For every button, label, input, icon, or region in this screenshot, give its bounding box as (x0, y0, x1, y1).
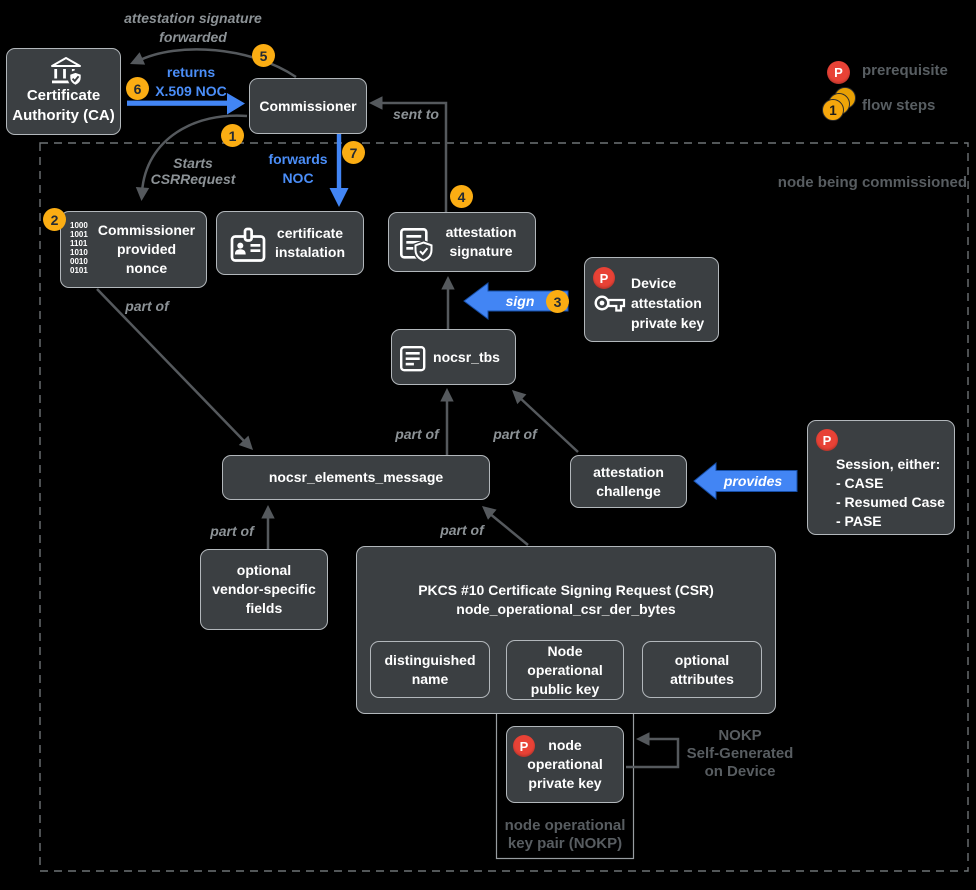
svg-text:1: 1 (829, 103, 837, 118)
svg-text:sign: sign (506, 293, 535, 309)
svg-text:provides: provides (723, 473, 783, 489)
